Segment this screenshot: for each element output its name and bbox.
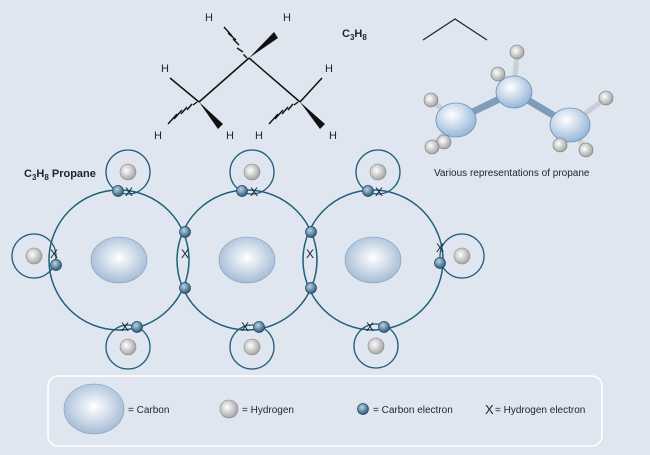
legend-hydrogen-electron-symbol: X <box>485 402 494 417</box>
hydrogen-ball <box>424 139 440 155</box>
title-label: C3H8 Propane <box>24 168 96 182</box>
legend-hydrogen-electron-label: = Hydrogen electron <box>495 405 585 416</box>
h-label: H <box>283 12 291 24</box>
hydrogen-shell <box>11 233 57 279</box>
h-label: H <box>205 12 213 24</box>
hydrogen-electron-mark: X <box>436 241 444 255</box>
skeletal-structure: H H H H H H H H <box>154 12 337 142</box>
hydrogen-nucleus <box>119 163 137 181</box>
hydrogen-electron-mark: X <box>241 320 249 334</box>
carbon-ball <box>549 107 591 143</box>
hydrogen-shell <box>105 324 151 370</box>
carbon-electron <box>253 321 265 333</box>
legend-carbon-label: = Carbon <box>128 405 169 416</box>
hydrogen-nucleus <box>25 247 43 265</box>
carbon-nucleus <box>344 236 402 284</box>
hydrogen-electron-mark: X <box>366 320 374 334</box>
carbon-electron <box>378 321 390 333</box>
hydrogen-nucleus <box>243 163 261 181</box>
carbon-electron <box>362 185 374 197</box>
legend-hydrogen-symbol <box>219 399 239 419</box>
carbon-electron <box>131 321 143 333</box>
carbon-electron <box>434 257 446 269</box>
hydrogen-electron-mark: X <box>121 320 129 334</box>
hydrogen-electron-mark: X <box>375 185 383 199</box>
carbon-ball <box>495 75 533 109</box>
carbon-electron <box>179 282 191 294</box>
carbon-ball <box>435 102 477 138</box>
electron-shell-diagram: X X X X X X X X X X <box>11 149 485 370</box>
carbon-electron <box>50 259 62 271</box>
hydrogen-ball <box>578 142 594 158</box>
carbon-electron <box>305 282 317 294</box>
hydrogen-shell <box>105 149 151 195</box>
h-label: H <box>226 130 234 142</box>
h-label: H <box>329 130 337 142</box>
hydrogen-nucleus <box>369 163 387 181</box>
hydrogen-shell <box>229 324 275 370</box>
hydrogen-electron-mark: X <box>181 247 189 261</box>
formula-label: C3H8 <box>342 28 367 42</box>
hydrogen-nucleus <box>243 338 261 356</box>
hydrogen-ball <box>490 66 506 82</box>
hydrogen-nucleus <box>367 337 385 355</box>
carbon-electron <box>179 226 191 238</box>
hydrogen-nucleus <box>453 247 471 265</box>
hydrogen-electron-mark: X <box>250 185 258 199</box>
hydrogen-electron-mark: X <box>306 247 314 261</box>
hydrogen-electron-mark: X <box>50 247 58 261</box>
h-label: H <box>255 130 263 142</box>
carbon-electron <box>236 185 248 197</box>
carbon-nucleus <box>90 236 148 284</box>
carbon-electron <box>305 226 317 238</box>
h-label: H <box>154 130 162 142</box>
carbon-electron <box>112 185 124 197</box>
hydrogen-nucleus <box>119 338 137 356</box>
legend-carbon-electron-symbol <box>357 403 369 415</box>
hydrogen-electron-mark: X <box>125 185 133 199</box>
legend-carbon-electron-label: = Carbon electron <box>373 405 453 416</box>
legend-carbon-symbol <box>63 383 125 435</box>
carbon-nucleus <box>218 236 276 284</box>
h-label: H <box>161 63 169 75</box>
hydrogen-ball <box>552 137 568 153</box>
legend-box <box>47 375 603 447</box>
legend: = Carbon = Hydrogen = Carbon electron X … <box>47 375 603 447</box>
hydrogen-shell <box>439 233 485 279</box>
line-structure <box>422 18 488 41</box>
hydrogen-shell <box>355 149 401 195</box>
legend-hydrogen-label: = Hydrogen <box>242 405 294 416</box>
hydrogen-ball <box>423 92 439 108</box>
hydrogen-ball <box>598 90 614 106</box>
hydrogen-shell <box>229 149 275 195</box>
h-label: H <box>325 63 333 75</box>
caption: Various representations of propane <box>434 168 590 179</box>
hydrogen-ball <box>509 44 525 60</box>
hydrogen-shell <box>353 323 399 369</box>
ball-and-stick-model <box>423 44 614 158</box>
